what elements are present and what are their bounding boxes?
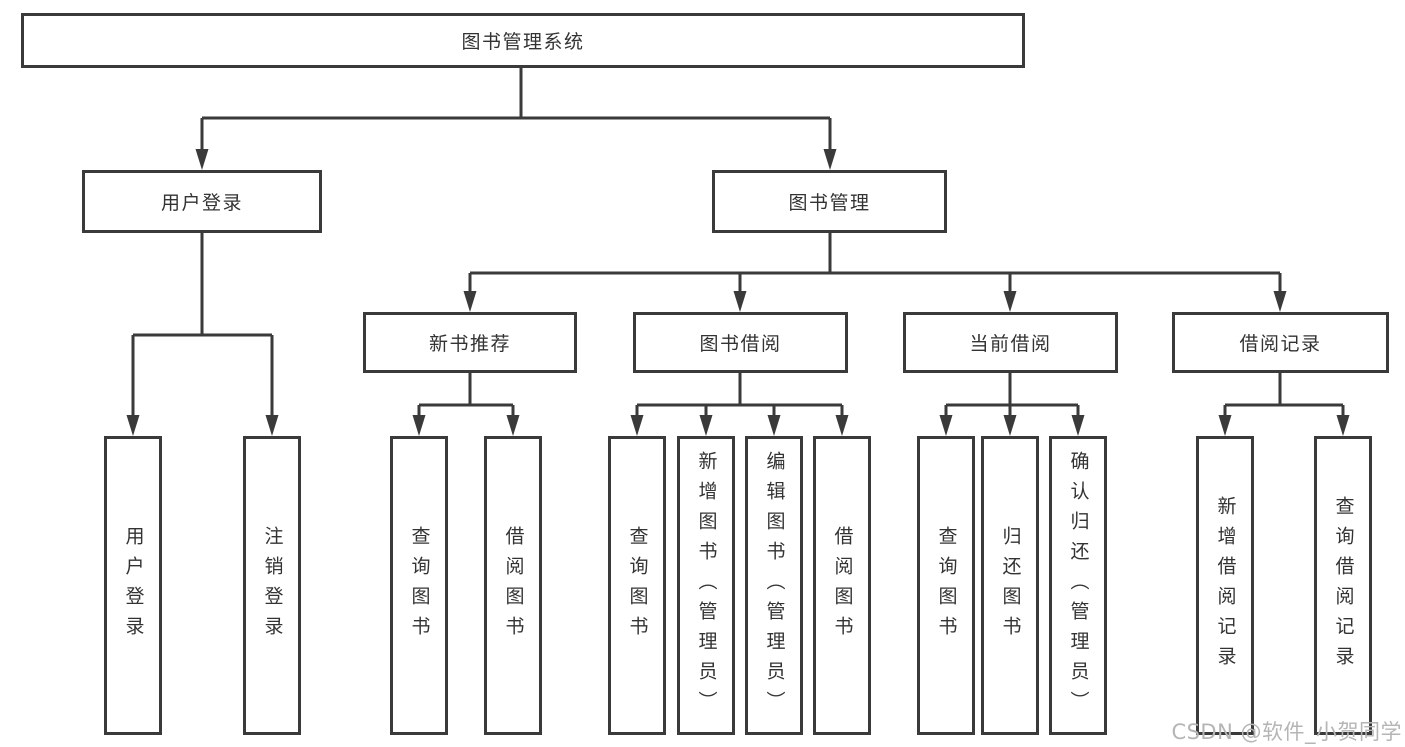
node-borrowing-records: 借阅记录 [1172,312,1389,373]
node-book-management-branch: 图书管理 [712,170,947,233]
node-leaf-edit-book-admin: 编辑图书（管理员） [745,436,803,735]
csdn-watermark: CSDN @软件_小贺同学 [1171,720,1402,744]
node-current-borrowing: 当前借阅 [903,312,1118,373]
node-leaf-logout: 注销登录 [243,436,301,735]
node-new-book-recommendation: 新书推荐 [363,312,577,373]
leaf-label: 新增借阅记录 [1214,495,1237,676]
node-leaf-query-borrow-record: 查询借阅记录 [1314,436,1372,735]
leaf-label: 确认归还（管理员） [1067,450,1090,721]
node-library-management-system: 图书管理系统 [21,13,1025,68]
node-leaf-borrow-books: 借阅图书 [813,436,871,735]
leaf-label: 借阅图书 [831,525,854,646]
leaf-label: 查询图书 [408,525,431,646]
node-leaf-add-book-admin: 新增图书（管理员） [677,436,735,735]
leaf-label: 注销登录 [261,525,284,646]
leaf-label: 编辑图书（管理员） [763,450,786,721]
node-leaf-newbook-query-books: 查询图书 [390,436,448,735]
node-user-login-branch: 用户登录 [82,170,322,233]
leaf-label: 查询图书 [626,525,649,646]
leaf-label: 用户登录 [122,525,145,646]
node-book-borrowing: 图书借阅 [633,312,848,373]
leaf-label: 归还图书 [999,525,1022,646]
node-leaf-return-books: 归还图书 [981,436,1039,735]
leaf-label: 借阅图书 [502,525,525,646]
node-leaf-add-borrow-record: 新增借阅记录 [1196,436,1254,735]
node-leaf-current-query-books: 查询图书 [917,436,975,735]
node-leaf-user-login: 用户登录 [104,436,162,735]
node-leaf-borrow-query-books: 查询图书 [608,436,666,735]
node-leaf-confirm-return-admin: 确认归还（管理员） [1049,436,1107,735]
node-leaf-newbook-borrow-books: 借阅图书 [484,436,542,735]
leaf-label: 查询借阅记录 [1332,495,1355,676]
leaf-label: 新增图书（管理员） [695,450,718,721]
leaf-label: 查询图书 [935,525,958,646]
